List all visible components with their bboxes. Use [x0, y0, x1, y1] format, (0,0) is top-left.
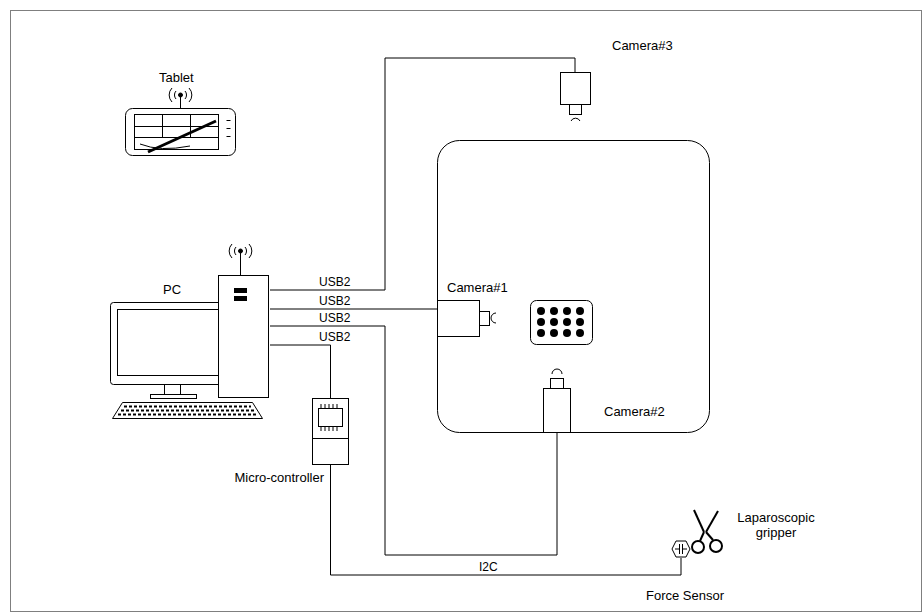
node-label: Camera#2: [604, 404, 665, 419]
handle: [706, 532, 713, 540]
finger-ring: [692, 541, 704, 553]
connector: [270, 309, 437, 310]
blade: [694, 510, 704, 532]
camera-lens: [480, 312, 490, 326]
camera-lens: [551, 379, 564, 389]
scissors-icon: [692, 510, 722, 553]
camera-3-icon: [561, 73, 591, 122]
edge-label: USB2: [318, 312, 351, 325]
antenna-mast: [180, 96, 181, 108]
connector: [331, 465, 682, 575]
frame: [11, 11, 922, 612]
edge-label: USB2: [318, 295, 351, 308]
tablet-screen: [135, 115, 219, 150]
camera-node: Camera#3: [558, 72, 592, 122]
antenna-mast: [240, 252, 241, 275]
edge-label: I2C: [478, 561, 499, 574]
peg: [576, 318, 584, 326]
peg: [563, 329, 571, 337]
drive-slot: [235, 297, 247, 301]
node-label: PC: [163, 282, 181, 297]
monitor-screen: [118, 310, 222, 376]
chip-pins: [321, 404, 337, 431]
peg: [537, 307, 545, 315]
peg: [537, 329, 545, 337]
tablet-node: Tablet: [122, 88, 238, 158]
board-line: [313, 438, 349, 439]
camera-view: [571, 118, 580, 121]
tablet-button: [227, 136, 231, 137]
node-label: Tablet: [159, 70, 194, 85]
peg: [576, 329, 584, 337]
tablet-button: [227, 128, 231, 129]
force-sensor-node: Force Sensor: [671, 540, 691, 558]
peg: [537, 318, 545, 326]
pc-tower: [219, 276, 269, 398]
camera-node: Camera#1: [437, 298, 499, 338]
connector: [270, 345, 331, 398]
tablet-stroke: [140, 144, 190, 149]
sensor-plates: [675, 544, 687, 554]
node-label: Laparoscopic gripper: [728, 510, 824, 540]
workspace-box: [438, 141, 710, 433]
peg: [550, 307, 558, 315]
camera-view: [491, 313, 496, 323]
tablet-button: [227, 120, 231, 121]
micro-controller-node: Micro-controller: [312, 398, 349, 465]
camera-view: [552, 369, 562, 374]
pc-node: PC: [106, 240, 270, 420]
edge-label: USB2: [318, 276, 351, 289]
micro-controller-icon: [313, 399, 349, 465]
camera-1-icon: [438, 301, 497, 337]
peg: [563, 307, 571, 315]
camera-2-icon: [544, 369, 571, 433]
tablet-grid: [162, 115, 163, 138]
gripper-node: Laparoscopic gripper: [691, 506, 727, 556]
monitor: [111, 303, 231, 385]
peg: [563, 318, 571, 326]
handle: [700, 532, 704, 541]
connector: [270, 58, 575, 290]
node-label: Camera#3: [612, 38, 673, 53]
monitor-base: [151, 395, 197, 399]
chip: [319, 409, 343, 427]
node-label: Micro-controller: [234, 470, 324, 485]
peg-board-frame: [531, 301, 593, 345]
edge-label: USB2: [318, 331, 351, 344]
finger-ring: [710, 540, 722, 552]
node-label: Force Sensor: [646, 588, 724, 603]
peg: [550, 318, 558, 326]
monitor-stand: [165, 385, 181, 395]
blade: [706, 511, 718, 532]
peg: [576, 307, 584, 315]
pc-icon: [111, 244, 269, 419]
force-sensor-symbol: [672, 541, 690, 557]
board: [313, 399, 349, 465]
tablet-body: [126, 109, 236, 156]
antenna-waves: [169, 88, 192, 102]
antenna-waves: [229, 244, 252, 258]
keyboard-keys: [118, 407, 257, 415]
peg: [550, 329, 558, 337]
node-label: Camera#1: [447, 280, 508, 295]
camera-body: [438, 301, 480, 337]
camera-body: [561, 73, 591, 105]
tablet-icon: [126, 88, 236, 156]
peg-board: [531, 301, 593, 345]
connector: [270, 326, 557, 555]
camera-lens: [570, 105, 582, 115]
sensor-body: [672, 541, 690, 557]
drive-slot: [235, 289, 247, 293]
antenna-tip: [179, 93, 183, 97]
antenna-tip: [239, 249, 243, 253]
camera-node: Camera#2: [540, 370, 572, 432]
keyboard: [113, 403, 263, 419]
camera-body: [544, 389, 571, 433]
